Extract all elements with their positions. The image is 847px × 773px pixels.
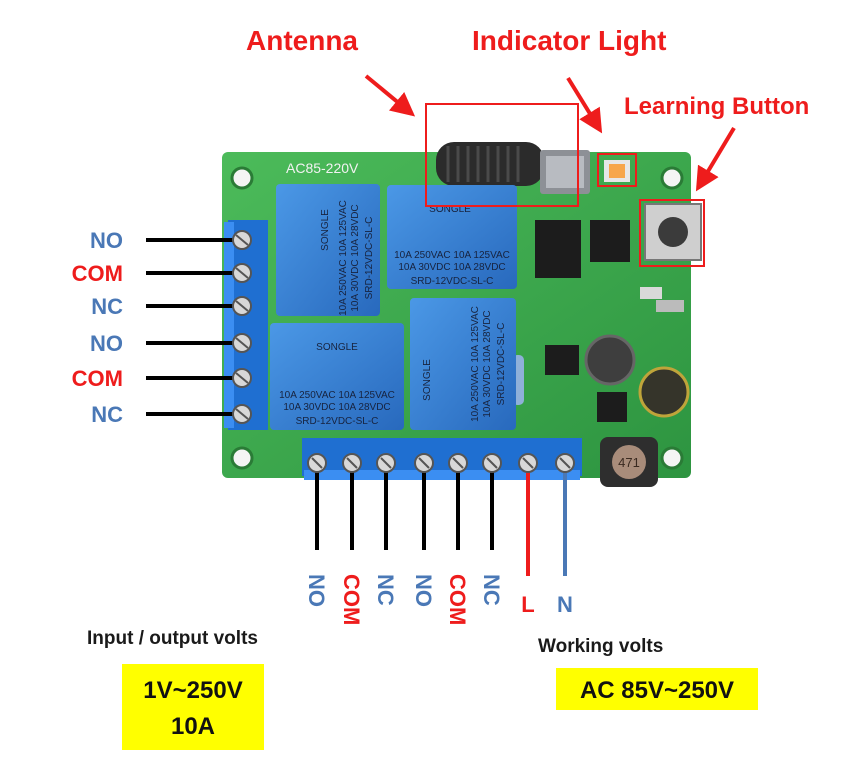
relay-model: SRD-12VDC-SL-C [296,416,379,427]
relay-brand: SONGLE [316,342,358,353]
relay-2: SONGLE 10A 250VAC 10A 125VAC 10A 30VDC 1… [387,185,517,289]
bottom-terminal-label: NC [479,574,504,606]
screw-slot [452,457,464,469]
screw-slot [235,408,249,420]
relay-rating-line-1: 10A 250VAC 10A 125VAC [470,306,481,422]
relay-rating-line-2: 10A 30VDC 10A 28VDC [398,262,505,273]
relay-model: SRD-12VDC-SL-C [364,217,375,300]
inductor-marking: 471 [618,455,640,470]
bottom-terminal-label: NO [304,574,329,607]
left-terminal-label: NC [91,294,123,319]
left-terminal-label: COM [72,261,123,286]
bottom-terminal-label: L [521,592,534,617]
screw-slot [522,457,534,469]
relay-1: SONGLE 10A 250VAC 10A 125VAC 10A 30VDC 1… [276,184,380,316]
io-volts-value: 1V~250V [143,677,242,704]
relay-3: SONGLE 10A 250VAC 10A 125VAC 10A 30VDC 1… [270,323,404,430]
screw-slot [235,300,249,312]
io-volts-title: Input / output volts [87,628,258,649]
callout-boxes [425,103,705,267]
working-volts-title: Working volts [538,636,663,657]
relay-rating-line-2: 10A 30VDC 10A 28VDC [350,204,361,311]
learning-button [644,203,702,261]
left-screws [232,230,252,424]
callout-arrows [364,74,736,192]
relay-rating-line-1: 10A 250VAC 10A 125VAC [279,390,395,401]
relay-rating-line-1: 10A 250VAC 10A 125VAC [338,200,349,316]
io-current-value: 10A [171,713,215,740]
working-volts-value: AC 85V~250V [580,677,734,704]
antenna-arrow [364,74,416,117]
left-terminal-block [224,220,268,430]
bottom-screws [307,453,575,473]
working-volts-badge: AC 85V~250V [556,668,758,710]
pcb-components: 471 [512,220,690,487]
relay-brand: SONGLE [422,359,433,401]
left-terminal-label: NO [90,228,123,253]
relay-rating-line-1: 10A 250VAC 10A 125VAC [394,250,510,261]
left-terminal-label: NC [91,402,123,427]
bottom-terminal-label: COM [445,574,470,625]
bottom-terminal-label: NC [373,574,398,606]
antenna-label: Antenna [246,25,358,56]
learning-arrow [695,126,736,192]
learning-button-label: Learning Button [624,93,809,120]
screw-slot [235,267,249,279]
io-volts-badge: 1V~250V 10A [122,664,264,750]
relay-model: SRD-12VDC-SL-C [496,323,507,406]
indicator-arrow [566,76,603,134]
relay-brand: SONGLE [320,209,331,251]
left-wires [146,238,240,416]
screw-slot [235,337,249,349]
left-terminal-labels: NO COM NC NO COM NC [72,228,123,427]
relay-4: SONGLE 10A 250VAC 10A 125VAC 10A 30VDC 1… [410,298,516,430]
board-silkscreen: AC85-220V [286,160,359,176]
left-terminal-label: NO [90,331,123,356]
button-highlight-box [639,199,705,267]
screw-slot [380,457,392,469]
bottom-wires [315,466,567,576]
screw-slot [311,457,323,469]
indicator-highlight-box [597,153,637,187]
bottom-terminal-label: N [557,592,573,617]
screw-slot [235,372,249,384]
indicator-label: Indicator Light [472,25,666,56]
left-terminal-label: COM [72,366,123,391]
relay-rating-line-2: 10A 30VDC 10A 28VDC [482,310,493,417]
relay-rating-line-2: 10A 30VDC 10A 28VDC [283,402,390,413]
relay-brand: SONGLE [429,204,471,215]
screw-slot [559,457,571,469]
relay-model: SRD-12VDC-SL-C [411,276,494,287]
indicator-led [604,160,630,182]
screw-slot [418,457,430,469]
screw-slot [486,457,498,469]
bottom-terminal-label: COM [339,574,364,625]
bottom-terminal-label: NO [411,574,436,607]
antenna-highlight-box [425,103,579,207]
screw-slot [346,457,358,469]
screw-slot [235,234,249,246]
